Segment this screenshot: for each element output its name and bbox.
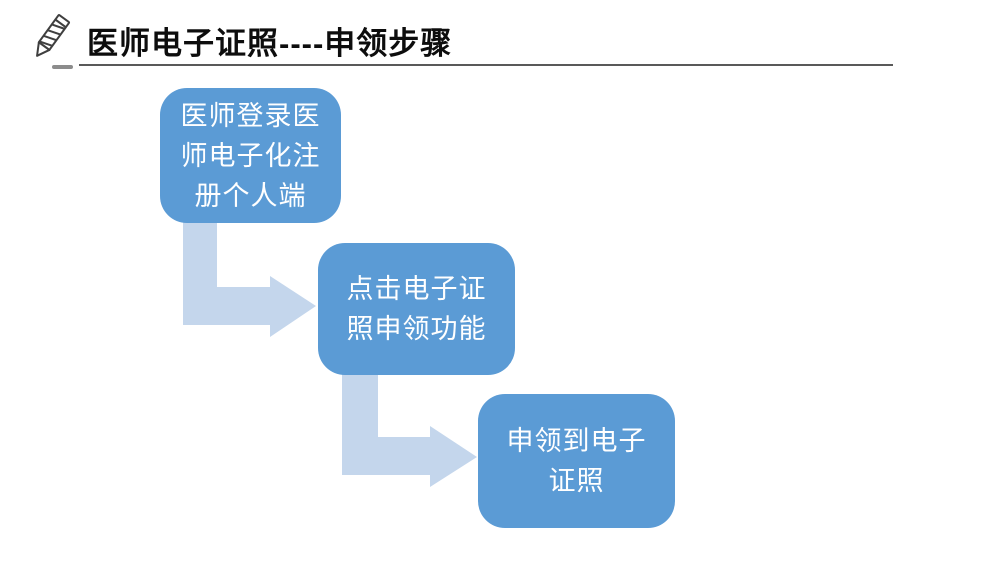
slide-header: 医师电子证照----申领步骤 [0,0,1000,80]
step-text-line: 证照 [548,466,605,496]
step-text-line: 照申领功能 [346,314,487,344]
step-box-login: 医师登录医 师电子化注 册个人端 [160,88,341,223]
pencil-icon [36,14,73,69]
step-box-receive-license: 申领到电子 证照 [478,394,675,528]
step-text-line: 师电子化注 [180,140,321,171]
title-underline [79,64,893,66]
step-box-click-apply: 点击电子证 照申领功能 [318,243,515,375]
step-text-line: 册个人端 [194,180,307,211]
bent-arrow-2 [342,369,477,487]
page-title: 医师电子证照----申领步骤 [87,26,453,61]
pencil-dash [52,65,73,69]
step-text-line: 点击电子证 [346,274,487,304]
step-text-line: 申领到电子 [506,426,647,456]
bent-arrow-1 [183,217,316,337]
step-text-line: 医师登录医 [180,100,321,131]
